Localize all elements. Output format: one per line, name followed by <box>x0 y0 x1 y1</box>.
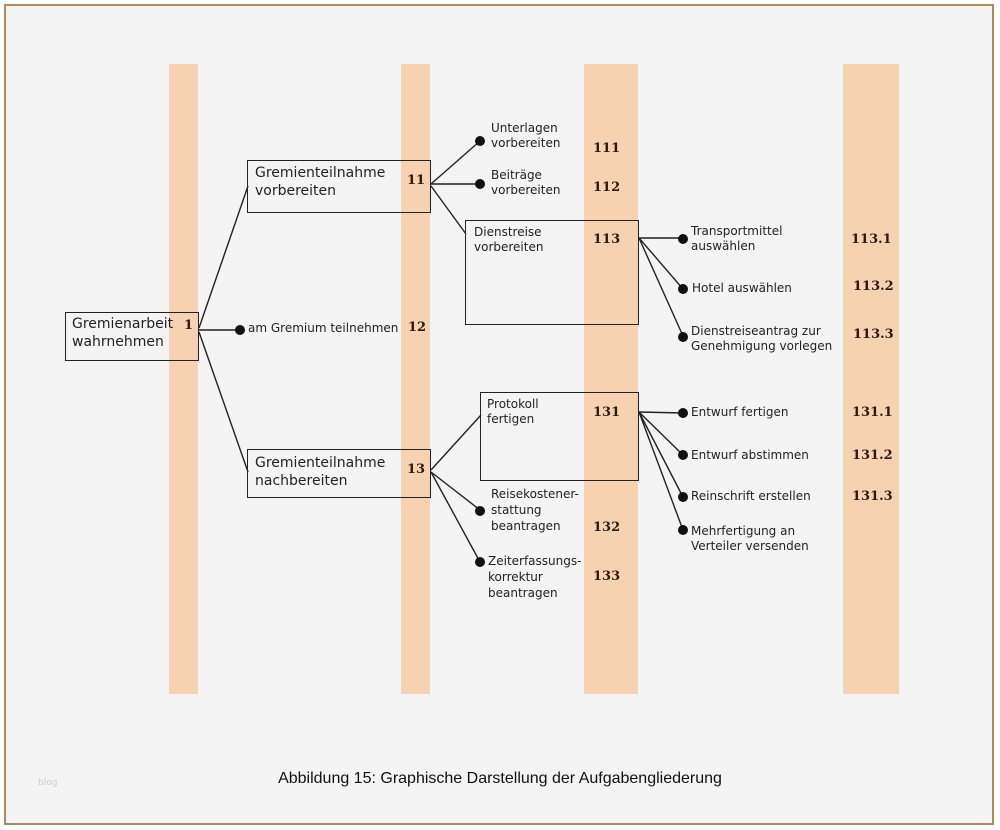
task-label-113-3: Dienstreiseantrag zur Genehmigung vorleg… <box>691 324 833 353</box>
task-label-131-4: Mehrfertigung an Verteiler versenden <box>691 524 809 553</box>
figure-caption: Abbildung 15: Graphische Darstellung der… <box>278 770 722 787</box>
watermark: blog <box>38 778 58 788</box>
task-number-131-2: 131.2 <box>852 448 893 463</box>
task-box-11 <box>247 160 431 213</box>
task-box-131 <box>480 392 639 481</box>
task-number-131: 131 <box>593 405 621 420</box>
task-label-131-1: Entwurf fertigen <box>691 405 789 419</box>
level-3-column <box>584 64 638 694</box>
task-number-1: 1 <box>184 318 194 333</box>
task-number-133: 133 <box>593 569 621 584</box>
task-label-111: Unterlagen vorbereiten <box>491 121 561 150</box>
task-label-131-3: Reinschrift erstellen <box>691 489 811 503</box>
task-number-113-2: 113.2 <box>853 279 894 294</box>
task-label-133: Zeiterfassungs- korrektur beantragen <box>488 554 582 601</box>
task-label-12: am Gremium teilnehmen <box>248 321 399 335</box>
task-label-113: Dienstreise vorbereiten <box>474 225 544 254</box>
task-number-12: 12 <box>408 320 427 335</box>
task-number-111: 111 <box>593 141 621 156</box>
task-label-11: Gremienteilnahme vorbereiten <box>255 165 386 199</box>
task-number-13: 13 <box>407 462 426 477</box>
task-label-131: Protokoll fertigen <box>487 397 539 426</box>
task-number-113: 113 <box>593 232 621 247</box>
task-number-131-3: 131.3 <box>852 489 893 504</box>
level-4-column <box>843 64 899 694</box>
task-label-113-2: Hotel auswählen <box>692 281 792 295</box>
task-box-1 <box>65 312 199 361</box>
level-1-column <box>169 64 198 694</box>
task-number-112: 112 <box>593 180 621 195</box>
task-number-113-3: 113.3 <box>853 327 894 342</box>
task-number-132: 132 <box>593 520 621 535</box>
level-2-column <box>401 64 430 694</box>
task-label-13: Gremienteilnahme nachbereiten <box>255 455 386 490</box>
task-box-13 <box>247 449 431 498</box>
task-label-1: Gremienarbeit wahrnehmen <box>72 316 174 350</box>
task-number-113-1: 113.1 <box>851 232 892 247</box>
task-number-131-1: 131.1 <box>852 405 893 420</box>
task-label-113-1: Transportmittel auswählen <box>691 224 783 253</box>
task-box-113 <box>465 220 639 325</box>
task-label-131-2: Entwurf abstimmen <box>691 448 809 462</box>
task-label-112: Beiträge vorbereiten <box>491 168 561 197</box>
task-number-11: 11 <box>407 173 426 188</box>
task-label-132: Reisekostener- stattung beantragen <box>491 487 579 534</box>
